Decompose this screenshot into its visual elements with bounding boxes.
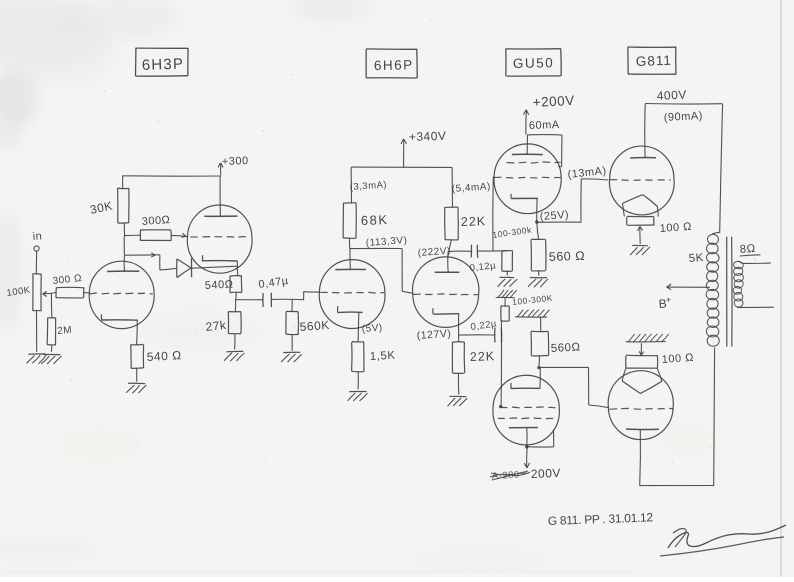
svg-text:6H3P: 6H3P (142, 56, 185, 74)
svg-text:+340V: +340V (409, 129, 447, 144)
svg-text:300Ω: 300Ω (141, 214, 170, 228)
svg-text:B: B (658, 296, 667, 311)
svg-text:100 Ω: 100 Ω (661, 352, 694, 366)
svg-text:560 Ω: 560 Ω (549, 249, 586, 264)
svg-text:(13mA): (13mA) (567, 165, 607, 181)
svg-text:22K: 22K (461, 214, 487, 229)
svg-text:GU50: GU50 (513, 55, 555, 71)
svg-text:68K: 68K (361, 212, 389, 228)
svg-text:(3,3mA): (3,3mA) (349, 179, 387, 193)
svg-text:540 Ω: 540 Ω (146, 348, 182, 364)
svg-text:8Ω: 8Ω (739, 243, 756, 256)
svg-text:0,47µ: 0,47µ (258, 275, 290, 291)
svg-text:0,22µ: 0,22µ (470, 318, 498, 333)
svg-text:30K: 30K (89, 198, 114, 216)
svg-text:+300: +300 (222, 155, 249, 168)
svg-text:1,5K: 1,5K (370, 350, 396, 363)
svg-text:200V: 200V (531, 466, 562, 481)
svg-text:(113,3V): (113,3V) (365, 235, 407, 249)
svg-text:(127V): (127V) (416, 328, 451, 342)
svg-text:6H6P: 6H6P (374, 57, 414, 73)
svg-text:G811: G811 (636, 53, 673, 69)
svg-text:560Ω: 560Ω (551, 341, 581, 355)
svg-text:560K: 560K (299, 318, 330, 334)
svg-text:+: + (665, 295, 671, 305)
svg-text:in: in (32, 230, 42, 243)
svg-text:100-300K: 100-300K (512, 293, 554, 307)
svg-text:300 Ω: 300 Ω (52, 273, 82, 287)
svg-text:22K: 22K (470, 349, 496, 364)
svg-text:2M: 2M (57, 325, 73, 337)
svg-text:100 Ω: 100 Ω (659, 221, 692, 235)
svg-text:27k: 27k (205, 318, 228, 334)
svg-text:(90mA): (90mA) (664, 110, 704, 124)
svg-text:60mA: 60mA (529, 119, 560, 132)
svg-text:G 811. PP . 31.01.12: G 811. PP . 31.01.12 (548, 510, 654, 528)
svg-text:(5V): (5V) (361, 323, 383, 335)
svg-text:(222V): (222V) (417, 246, 451, 259)
svg-text:540Ω: 540Ω (205, 279, 234, 292)
svg-text:(5,4mA): (5,4mA) (451, 181, 491, 195)
svg-text:400V: 400V (656, 87, 687, 103)
svg-text:+200V: +200V (532, 93, 575, 110)
svg-text:100K: 100K (6, 285, 32, 299)
svg-text:0,12µ: 0,12µ (469, 260, 496, 274)
svg-text:(25V): (25V) (539, 209, 569, 223)
svg-text:5K: 5K (688, 252, 704, 265)
